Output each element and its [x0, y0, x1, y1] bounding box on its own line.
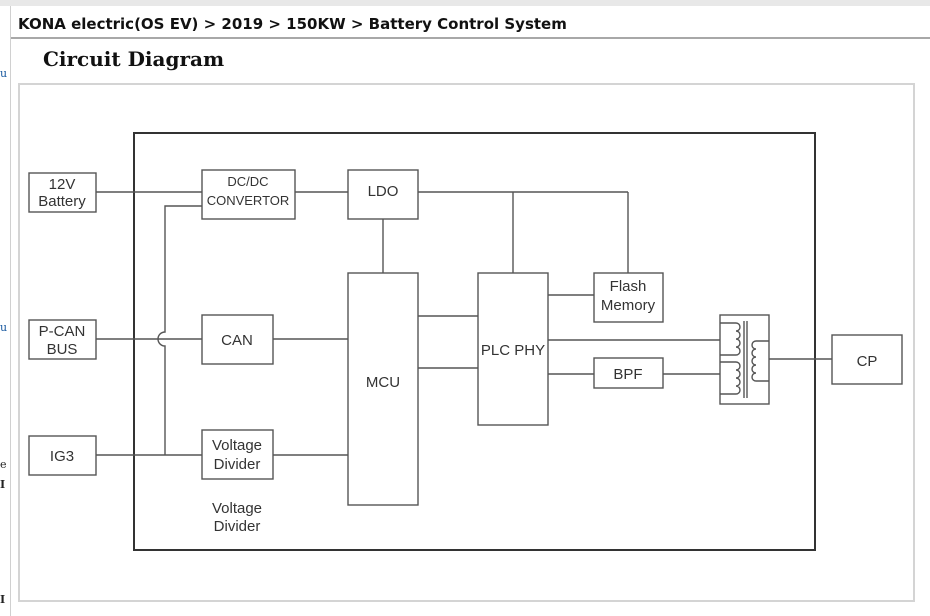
- ig3-block: [28, 435, 97, 476]
- flash-memory-label: Memory: [601, 297, 656, 314]
- voltage-divider-label: Divider: [214, 456, 261, 473]
- diagram-frame: [18, 83, 915, 602]
- flash-memory-label: Flash: [610, 278, 647, 295]
- mcu-block: [347, 272, 419, 506]
- breadcrumb-text[interactable]: KONA electric(OS EV) > 2019 > 150KW > Ba…: [18, 15, 567, 33]
- caption-label: Voltage: [212, 500, 262, 517]
- left-panel-edge: u u e I I: [0, 6, 11, 616]
- bpf-label: BPF: [613, 366, 642, 383]
- ig3-label: IG3: [50, 448, 74, 465]
- caption-label: Divider: [214, 518, 261, 535]
- module-enclosure: [133, 132, 816, 551]
- battery-label: Battery: [38, 193, 86, 210]
- pcan-label: BUS: [47, 341, 78, 358]
- bpf-block: [593, 357, 664, 389]
- pcan-block: [28, 319, 97, 360]
- wires: [96, 191, 832, 456]
- voltage-divider-label: Voltage: [212, 437, 262, 454]
- ldo-block: [347, 169, 419, 220]
- top-bar: [0, 0, 930, 6]
- voltage-divider-block: [201, 429, 274, 480]
- page-title: Circuit Diagram: [43, 47, 225, 71]
- flash-memory-block: [593, 272, 664, 323]
- dcdc-block: [201, 169, 296, 220]
- wire-ig3-dcdc: [157, 205, 202, 455]
- left-rail-mark: e: [0, 458, 7, 471]
- left-rail-mark: u: [0, 321, 8, 334]
- mcu-label: MCU: [366, 374, 400, 391]
- breadcrumb: KONA electric(OS EV) > 2019 > 150KW > Ba…: [11, 6, 930, 39]
- ldo-label: LDO: [368, 183, 399, 200]
- left-rail-mark: I: [0, 478, 6, 491]
- plc-phy-block: [477, 272, 549, 426]
- dcdc-label: CONVERTOR: [207, 193, 290, 208]
- cp-label: CP: [857, 353, 878, 370]
- left-rail-mark: u: [0, 67, 8, 80]
- battery-block: [28, 172, 97, 213]
- dcdc-label: DC/DC: [227, 174, 268, 189]
- plc-phy-label: PLC PHY: [481, 342, 545, 359]
- transformer-icon: [719, 314, 770, 405]
- left-rail-mark: I: [0, 593, 6, 606]
- can-label: CAN: [221, 332, 253, 349]
- pcan-label: P-CAN: [39, 323, 86, 340]
- battery-label: 12V: [49, 176, 76, 193]
- can-block: [201, 314, 274, 365]
- cp-block: [831, 334, 903, 385]
